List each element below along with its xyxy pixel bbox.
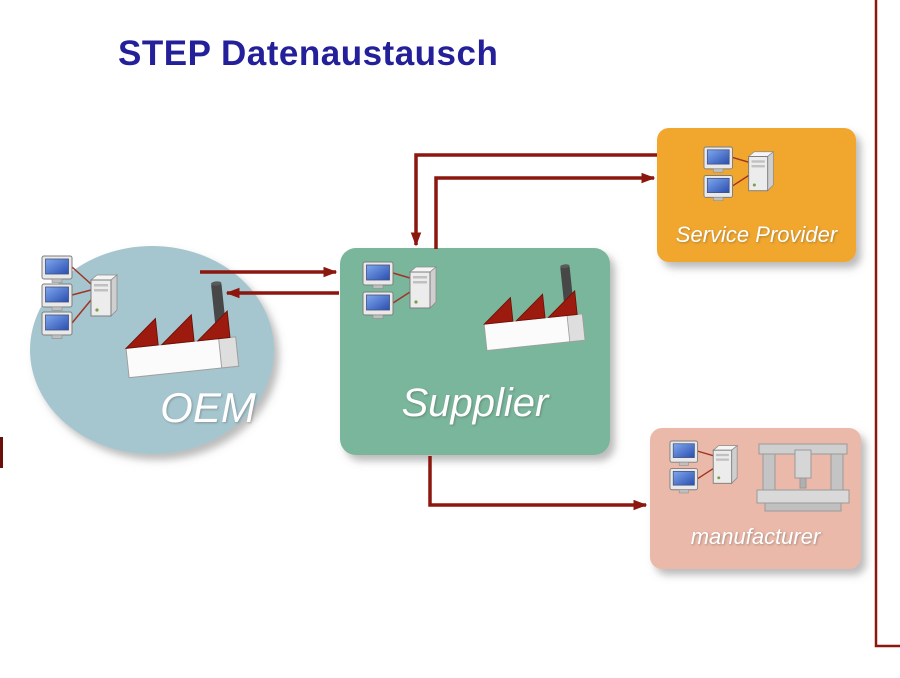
arrow-supplier-to-manufacturer <box>428 456 648 511</box>
arrow-supplier-to-service-provider <box>434 172 656 249</box>
arrow-service-provider-to-supplier <box>410 153 657 247</box>
service-provider-node <box>657 128 856 262</box>
slide-border <box>874 0 900 648</box>
diagram-arrows <box>200 153 657 511</box>
machine-icon <box>756 443 850 512</box>
slide-title: STEP Datenaustausch <box>118 34 499 73</box>
